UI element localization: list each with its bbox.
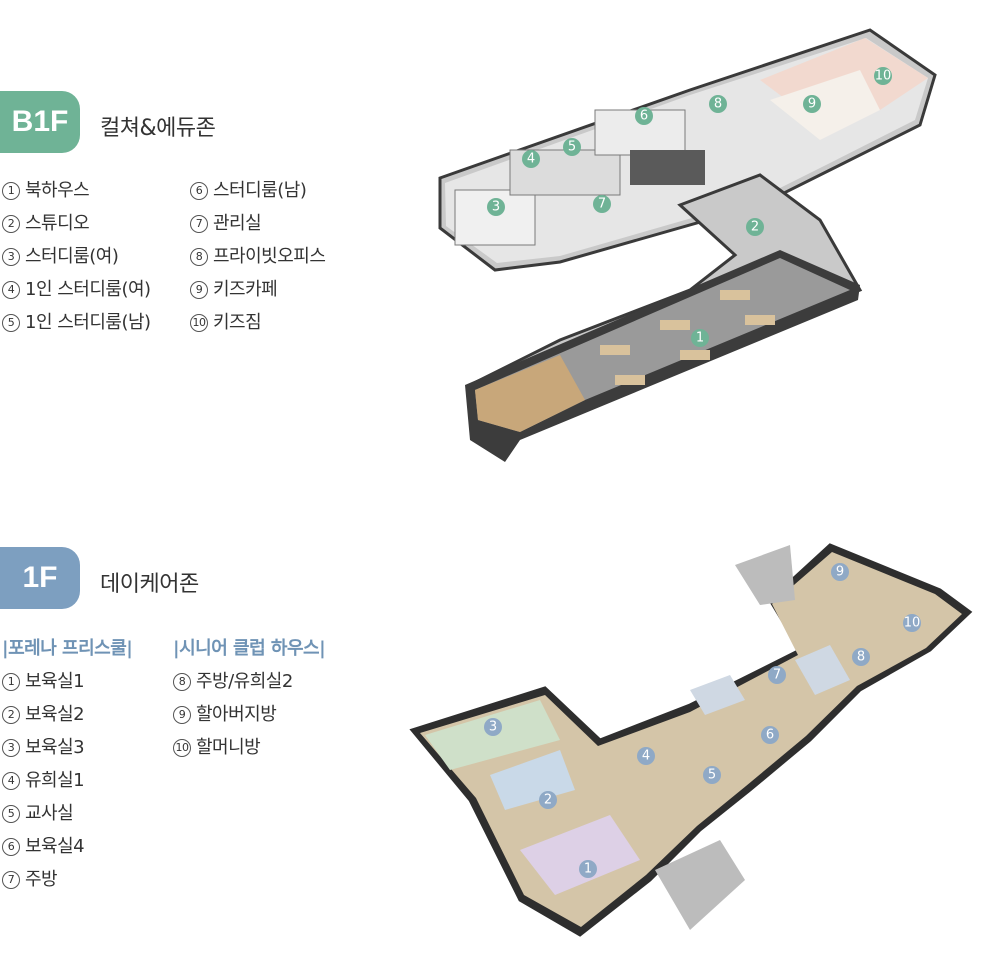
circled-number: 3: [2, 248, 20, 266]
legend-item: 10 키즈짐: [190, 306, 325, 339]
legend-heading-senior: |시니어 클럽 하우스|: [173, 638, 326, 659]
circled-number: 2: [2, 215, 20, 233]
svg-text:6: 6: [766, 728, 774, 743]
legend-label: 스터디룸(여): [25, 246, 119, 267]
legend-item: 9 키즈카페: [190, 273, 325, 306]
legend-label: 프라이빗오피스: [213, 246, 326, 267]
legend-item: 4 유희실1: [2, 764, 132, 797]
svg-text:3: 3: [489, 720, 497, 735]
legend-item: 6 스터디룸(남): [190, 174, 325, 207]
legend-label: 유희실1: [25, 770, 85, 791]
legend-item: 3 보육실3: [2, 731, 132, 764]
floor-tab-b1: B1F: [0, 91, 80, 153]
legend-b1-right: 6 스터디룸(남) 7 관리실 8 프라이빗오피스 9 키즈카페 10 키즈짐: [190, 174, 326, 339]
circled-number: 3: [2, 739, 20, 757]
svg-text:4: 4: [642, 749, 650, 764]
legend-item: 7 관리실: [190, 207, 325, 240]
legend-label: 키즈짐: [213, 312, 262, 333]
legend-label: 1인 스터디룸(남): [25, 312, 151, 333]
svg-text:9: 9: [836, 565, 844, 580]
legend-item: 6 보육실4: [2, 830, 132, 863]
legend-label: 할머니방: [196, 737, 261, 758]
circled-number: 6: [2, 838, 20, 856]
zone-title-b1: 컬쳐&에듀존: [100, 116, 216, 141]
circled-number: 10: [173, 739, 191, 757]
legend-label: 북하우스: [25, 180, 90, 201]
legend-item: 8 프라이빗오피스: [190, 240, 326, 273]
svg-text:1: 1: [584, 862, 592, 877]
circled-number: 9: [190, 281, 208, 299]
legend-b1-left: 1 북하우스 2 스튜디오 3 스터디룸(여) 4 1인 스터디룸(여) 5 1인 스터디…: [2, 174, 151, 339]
b1-floor-plan: 1 2 3 4 5 6 7 8 9 10: [438, 28, 937, 462]
legend-item: 3 스터디룸(여): [2, 240, 151, 273]
floor-tab-1f: 1F: [0, 547, 80, 609]
legend-item: 2 보육실2: [2, 698, 132, 731]
zone-title-1f: 데이케어존: [100, 572, 199, 597]
circled-number: 1: [2, 673, 20, 691]
legend-item: 4 1인 스터디룸(여): [2, 273, 151, 306]
svg-text:7: 7: [773, 668, 781, 683]
legend-label: 1인 스터디룸(여): [25, 279, 151, 300]
legend-item: 9 할아버지방: [173, 698, 325, 731]
circled-number: 2: [2, 706, 20, 724]
svg-text:9: 9: [808, 97, 816, 112]
svg-text:8: 8: [714, 97, 722, 112]
legend-item: 7 주방: [2, 863, 132, 896]
legend-label: 보육실2: [25, 704, 85, 725]
circled-number: 9: [173, 706, 191, 724]
svg-text:8: 8: [857, 650, 865, 665]
legend-item: 5 교사실: [2, 797, 132, 830]
legend-item: 2 스튜디오: [2, 207, 151, 240]
legend-item: 1 북하우스: [2, 174, 151, 207]
legend-item: 8 주방/유희실2: [173, 665, 325, 698]
legend-item: 5 1인 스터디룸(남): [2, 306, 151, 339]
legend-label: 키즈카페: [213, 279, 278, 300]
svg-text:1: 1: [696, 331, 704, 346]
legend-label: 관리실: [213, 213, 262, 234]
svg-text:7: 7: [598, 197, 606, 212]
svg-text:5: 5: [568, 140, 576, 155]
svg-text:5: 5: [708, 768, 716, 783]
circled-number: 4: [2, 772, 20, 790]
legend-label: 교사실: [25, 803, 74, 824]
circled-number: 1: [2, 182, 20, 200]
circled-number: 7: [190, 215, 208, 233]
legend-1f-right: |시니어 클럽 하우스| 8 주방/유희실2 9 할아버지방 10 할머니방: [173, 632, 326, 764]
circled-number: 5: [2, 314, 20, 332]
1f-markers: 1 2 3 4 5 6 7 8 9 10: [484, 563, 921, 878]
svg-text:10: 10: [904, 616, 921, 631]
circled-number: 5: [2, 805, 20, 823]
svg-text:3: 3: [492, 200, 500, 215]
legend-item: 10 할머니방: [173, 731, 325, 764]
legend-item: 1 보육실1: [2, 665, 132, 698]
legend-label: 할아버지방: [196, 704, 277, 725]
circled-number: 10: [190, 314, 208, 332]
legend-heading-preschool: |포레나 프리스쿨|: [2, 638, 133, 659]
circled-number: 7: [2, 871, 20, 889]
circled-number: 4: [2, 281, 20, 299]
legend-label: 스터디룸(남): [213, 180, 307, 201]
circled-number: 6: [190, 182, 208, 200]
legend-label: 주방/유희실2: [196, 671, 293, 692]
legend-label: 보육실4: [25, 836, 85, 857]
legend-label: 보육실1: [25, 671, 85, 692]
circled-number: 8: [173, 673, 191, 691]
circled-number: 8: [190, 248, 208, 266]
svg-text:2: 2: [544, 793, 552, 808]
legend-label: 보육실3: [25, 737, 85, 758]
b1-markers: 1 2 3 4 5 6 7 8 9 10: [487, 67, 892, 347]
svg-text:2: 2: [751, 220, 759, 235]
svg-text:10: 10: [875, 69, 892, 84]
legend-label: 스튜디오: [25, 213, 90, 234]
svg-text:4: 4: [527, 152, 535, 167]
legend-label: 주방: [25, 869, 58, 890]
svg-text:6: 6: [640, 109, 648, 124]
1f-floor-plan: 1 2 3 4 5 6 7 8 9 10: [409, 543, 973, 937]
